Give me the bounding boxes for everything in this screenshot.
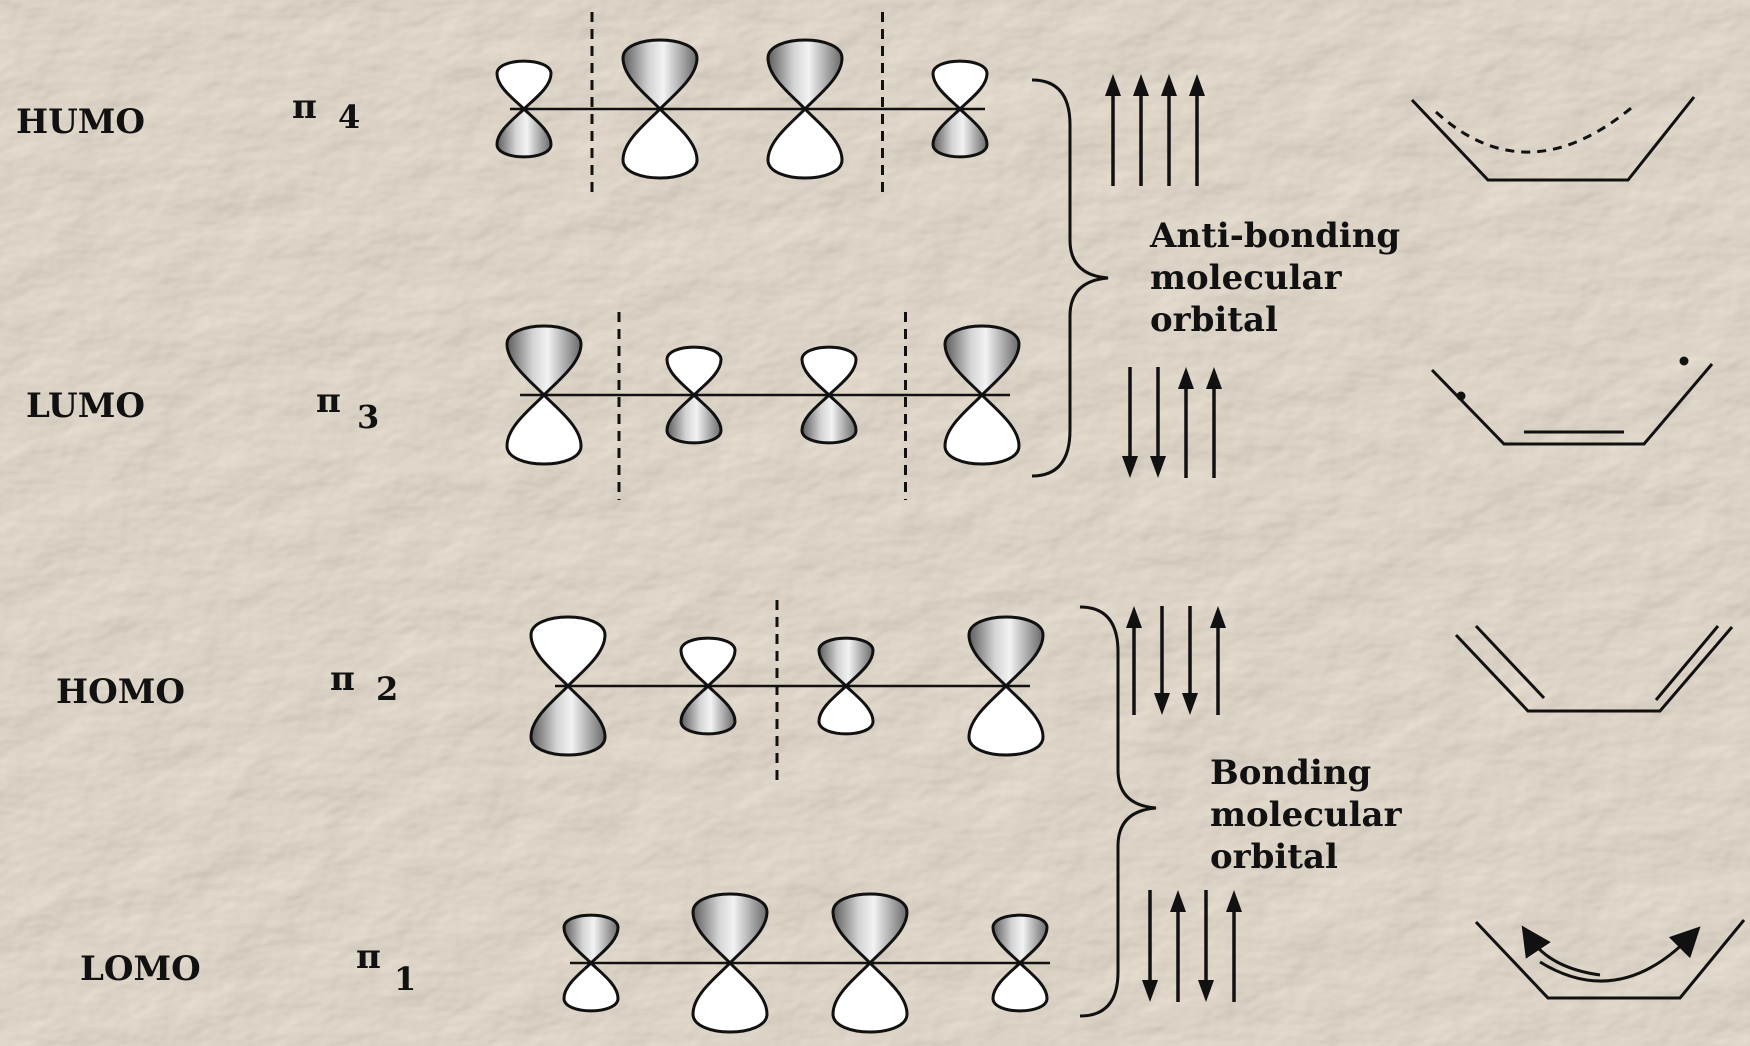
antibonding-brace xyxy=(1031,78,1109,478)
homo-lower-lobe xyxy=(529,683,607,757)
lomo-lower-lobe xyxy=(691,960,769,1034)
humo-lower-lobe xyxy=(495,106,553,159)
spin-up-arrowhead xyxy=(1170,890,1186,912)
lomo-upper-lobe xyxy=(562,913,620,966)
homo-lower-lobe xyxy=(679,683,737,736)
spin-down-arrowhead xyxy=(1122,456,1138,478)
lomo-upper-lobe xyxy=(991,913,1049,966)
lomo-upper-lobe xyxy=(691,892,769,966)
spin-up-arrowhead xyxy=(1189,74,1205,96)
antibonding-label-line-1: Anti-bonding xyxy=(1149,216,1400,256)
bonding-label-line-1: Bonding xyxy=(1210,753,1371,793)
lomo-structure xyxy=(1474,919,1746,1000)
spin-up-arrowhead xyxy=(1105,74,1121,96)
lumo-upper-lobe xyxy=(665,345,723,398)
humo-orbital-index: 4 xyxy=(338,98,360,136)
lumo-lower-lobe xyxy=(665,392,723,445)
spin-down-arrowhead xyxy=(1198,980,1214,1002)
spin-down-arrowhead xyxy=(1154,693,1170,715)
lumo-orbital xyxy=(505,312,1021,500)
homo-orbital xyxy=(529,600,1045,784)
homo-spin-arrows xyxy=(1126,606,1226,715)
humo-label-group: HUMO π 4 xyxy=(16,87,360,142)
humo-upper-lobe xyxy=(931,59,989,112)
humo-structure xyxy=(1410,96,1696,182)
lumo-label: LUMO xyxy=(26,386,145,426)
bonding-group-label: Bonding molecular orbital xyxy=(1210,753,1403,877)
spin-up-arrowhead xyxy=(1133,74,1149,96)
humo-lower-lobe xyxy=(931,106,989,159)
spin-down-arrowhead xyxy=(1150,456,1166,478)
lumo-upper-lobe xyxy=(943,324,1021,398)
lumo-lower-lobe xyxy=(943,392,1021,466)
lomo-upper-lobe xyxy=(831,892,909,966)
humo-label: HUMO xyxy=(16,102,145,142)
humo-lower-lobe xyxy=(621,106,699,180)
spin-up-arrowhead xyxy=(1126,606,1142,628)
lumo-lower-lobe xyxy=(505,392,583,466)
lomo-orbital xyxy=(562,892,1050,1034)
humo-upper-lobe xyxy=(621,38,699,112)
lumo-lower-lobe xyxy=(800,392,858,445)
homo-structure xyxy=(1454,624,1734,713)
antibonding-group-label: Anti-bonding molecular orbital xyxy=(1149,216,1400,340)
lumo-upper-lobe xyxy=(800,345,858,398)
lomo-lower-lobe xyxy=(831,960,909,1034)
homo-orbital-index: 2 xyxy=(376,670,398,708)
spin-arrows-layer xyxy=(1105,74,1242,1002)
lomo-pi-symbol: π xyxy=(356,937,381,977)
homo-upper-lobe xyxy=(967,615,1045,689)
humo-lower-lobe xyxy=(766,106,844,180)
homo-upper-lobe xyxy=(679,636,737,689)
orbital-lobes-layer xyxy=(495,12,1050,1034)
homo-label-group: HOMO π 2 xyxy=(56,659,398,712)
spin-up-arrowhead xyxy=(1226,890,1242,912)
homo-pi-symbol: π xyxy=(330,659,355,699)
lumo-pi-symbol: π xyxy=(316,381,341,421)
antibonding-label-line-3: orbital xyxy=(1150,300,1278,340)
homo-lower-lobe xyxy=(967,683,1045,757)
humo-pi-symbol: π xyxy=(292,87,317,127)
spin-up-arrowhead xyxy=(1178,367,1194,389)
lumo-spin-arrows xyxy=(1122,367,1222,478)
humo-upper-lobe xyxy=(495,59,553,112)
lomo-spin-arrows xyxy=(1142,890,1242,1002)
homo-label: HOMO xyxy=(56,672,185,712)
lomo-label: LOMO xyxy=(80,949,201,989)
bonding-label-line-3: orbital xyxy=(1210,837,1338,877)
homo-upper-lobe xyxy=(817,636,875,689)
humo-orbital xyxy=(495,12,989,198)
lomo-orbital-index: 1 xyxy=(394,960,416,998)
homo-upper-lobe xyxy=(529,615,607,689)
lomo-lower-lobe xyxy=(991,960,1049,1013)
humo-upper-lobe xyxy=(766,38,844,112)
lomo-label-group: LOMO π 1 xyxy=(80,937,416,998)
spin-up-arrowhead xyxy=(1210,606,1226,628)
bonding-brace xyxy=(1079,605,1157,1018)
lumo-label-group: LUMO π 3 xyxy=(26,381,379,436)
antibonding-label-line-2: molecular xyxy=(1150,258,1343,298)
spin-up-arrowhead xyxy=(1206,367,1222,389)
lumo-upper-lobe xyxy=(505,324,583,398)
humo-spin-arrows xyxy=(1105,74,1205,186)
lumo-orbital-index: 3 xyxy=(357,398,379,436)
bonding-label-line-2: molecular xyxy=(1210,795,1403,835)
lumo-structure xyxy=(1430,356,1714,446)
homo-lower-lobe xyxy=(817,683,875,736)
spin-up-arrowhead xyxy=(1161,74,1177,96)
spin-down-arrowhead xyxy=(1142,980,1158,1002)
lomo-lower-lobe xyxy=(562,960,620,1013)
spin-down-arrowhead xyxy=(1182,693,1198,715)
